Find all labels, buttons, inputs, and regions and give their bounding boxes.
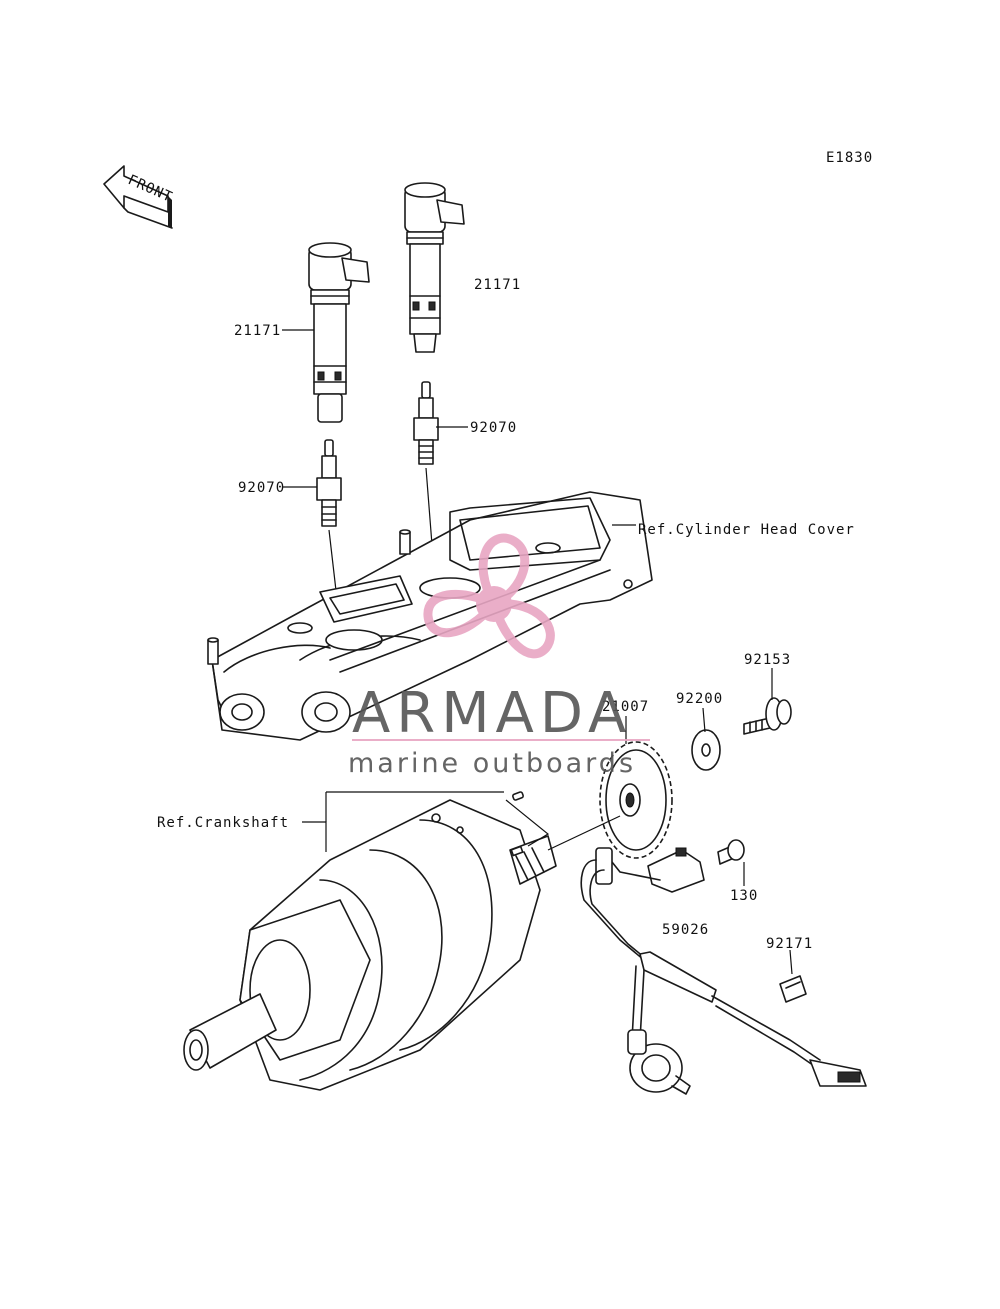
label-sensor-bolt: 130 — [730, 888, 758, 904]
label-washer: 92200 — [676, 691, 723, 707]
label-timing-rotor: 21007 — [602, 699, 649, 715]
propeller-logo-icon — [423, 533, 555, 659]
ignition-coil-right — [404, 182, 465, 353]
armada-watermark: ARMADA marine outboards — [348, 533, 650, 779]
label-ignition-coil-right: 21171 — [474, 277, 521, 293]
ignition-coil-left — [308, 242, 370, 423]
label-flange-bolt: 92153 — [744, 652, 791, 668]
washer — [691, 729, 721, 771]
label-crank-sensor-harness: 59026 — [662, 922, 709, 938]
spark-plug-right — [413, 381, 439, 465]
flange-bolt — [743, 697, 792, 735]
label-cylinder-head-cover-ref: Ref.Cylinder Head Cover — [638, 522, 855, 538]
front-arrow-icon: FRONT — [103, 165, 175, 229]
timing-rotor — [599, 741, 673, 859]
crankshaft — [183, 791, 557, 1091]
label-harness-clamp: 92171 — [766, 936, 813, 952]
label-spark-plug-right: 92070 — [470, 420, 517, 436]
watermark-tagline: marine outboards — [348, 748, 636, 779]
watermark-brand: ARMADA — [352, 681, 632, 746]
label-spark-plug-left: 92070 — [238, 480, 285, 496]
diagram-code: E1830 — [826, 150, 873, 166]
label-crankshaft-ref: Ref.Crankshaft — [157, 815, 289, 831]
label-ignition-coil-left: 21171 — [234, 323, 281, 339]
harness-clamp — [779, 975, 807, 1003]
spark-plug-left — [316, 439, 342, 527]
crank-sensor-harness — [580, 847, 867, 1095]
sensor-bolt — [717, 839, 745, 865]
